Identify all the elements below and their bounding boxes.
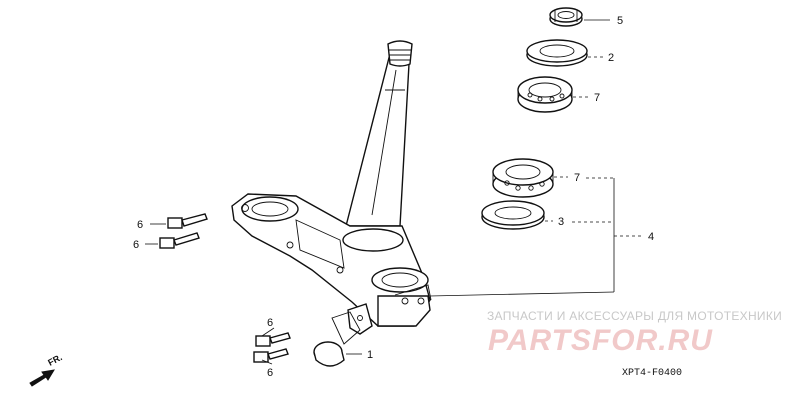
watermark-brand: PARTSFOR.RU (488, 324, 713, 357)
callout-6c: 6 (267, 317, 273, 329)
diagram-code: XPT4-F0400 (622, 368, 682, 379)
bracket-4 (429, 177, 642, 297)
direction-label: FR. (46, 352, 63, 368)
bottom-bridge[interactable] (231, 193, 432, 327)
callout-7-upper: 7 (594, 92, 600, 104)
bolt-6-b[interactable] (159, 232, 200, 249)
watermark-top-text: ЗАПЧАСТИ И АКСЕССУАРЫ ДЛЯ МОТОТЕХНИКИ (487, 309, 782, 323)
part-7-lower-bearing[interactable] (492, 158, 554, 198)
callout-6a: 6 (137, 219, 143, 231)
part-1-clamp[interactable] (313, 303, 373, 367)
callout-3: 3 (558, 216, 564, 228)
part-7-upper-bearing[interactable] (517, 76, 573, 113)
leader-6d (261, 359, 273, 365)
bolt-6-c[interactable] (255, 332, 291, 347)
callout-1: 1 (367, 349, 373, 361)
front-direction-arrow-icon (29, 369, 55, 387)
callout-7-lower: 7 (574, 172, 580, 184)
callout-4: 4 (648, 231, 654, 243)
callout-6d: 6 (267, 367, 273, 379)
callout-2: 2 (608, 52, 614, 64)
callout-5: 5 (617, 15, 623, 27)
leader-6c (261, 327, 275, 337)
callout-6b: 6 (133, 239, 139, 251)
part-5-nut[interactable] (549, 7, 583, 27)
part-2-race[interactable] (526, 39, 588, 67)
steering-stem[interactable] (345, 40, 413, 227)
part-3-race[interactable] (481, 200, 545, 230)
bolt-6-a[interactable] (167, 213, 208, 229)
bolt-6-d[interactable] (253, 348, 289, 363)
